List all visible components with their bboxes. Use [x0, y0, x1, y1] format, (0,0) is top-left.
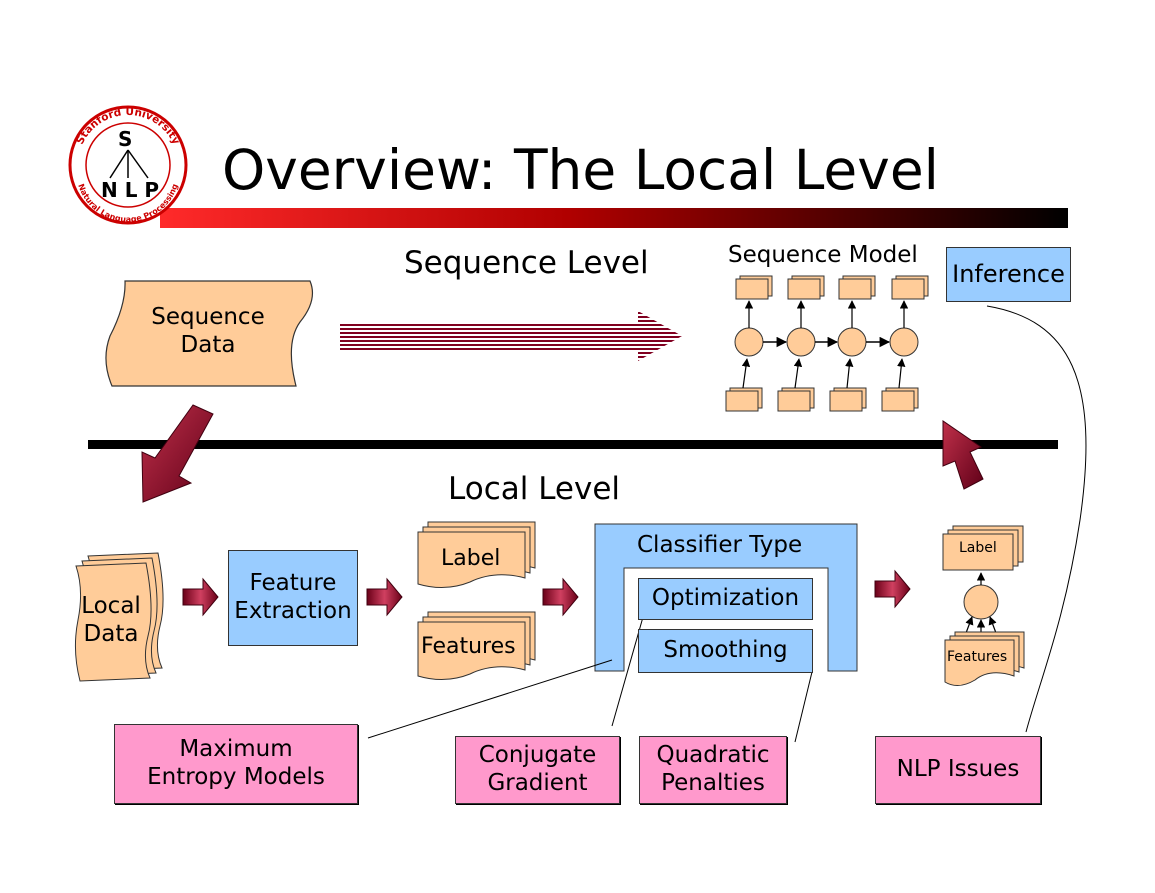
level-divider [88, 440, 1058, 449]
label-document-text: Label [441, 546, 501, 571]
conjugate-gradient-box: Conjugate Gradient [455, 736, 620, 804]
sequence-data-label: Sequence Data [118, 300, 298, 364]
label-document-stack [417, 521, 536, 588]
local-data-shape [74, 552, 164, 682]
top-document-1 [735, 275, 773, 300]
quadratic-line1: Quadratic [656, 742, 770, 769]
quadratic-line2: Penalties [661, 770, 765, 796]
state-node-3 [837, 327, 867, 357]
sequence-data-shape [105, 280, 313, 387]
state-node-1 [734, 327, 764, 357]
flow-arrow-1 [182, 577, 219, 617]
down-left-arrow [141, 404, 214, 503]
local-data-label: Local Data [74, 590, 148, 652]
features-document-stack [417, 611, 536, 680]
logo-letter-s: S [118, 127, 133, 151]
output-label-text: Label [959, 540, 997, 556]
local-data-line2: Data [83, 621, 139, 647]
feature-extraction-line1: Feature [249, 570, 337, 597]
state-node-2 [786, 327, 816, 357]
sequence-model-label: Sequence Model [728, 242, 918, 268]
sequence-data-line1: Sequence [151, 304, 265, 331]
nlp-issues-box: NLP Issues [875, 736, 1041, 804]
stanford-nlp-logo: Stanford University Natural Language Pro… [68, 105, 188, 225]
state-node-4 [889, 327, 919, 357]
sequence-model-graph [725, 275, 929, 412]
local-level-label: Local Level [448, 471, 621, 507]
smoothing-box: Smoothing [638, 629, 813, 673]
bottom-document-2 [777, 387, 815, 412]
local-data-line1: Local [81, 593, 141, 620]
feature-extraction-box: Feature Extraction [228, 550, 358, 646]
feature-extraction-line2: Extraction [234, 598, 352, 624]
maxent-line1: Maximum [179, 736, 293, 763]
flow-arrow-3 [542, 577, 579, 617]
maximum-entropy-models-box: Maximum Entropy Models [114, 724, 358, 804]
sequence-level-label: Sequence Level [404, 245, 649, 281]
classifier-type-label: Classifier Type [637, 532, 803, 558]
flow-arrow-2 [366, 577, 403, 617]
maxent-line2: Entropy Models [147, 764, 325, 790]
top-document-4 [891, 275, 929, 300]
classifier-type-frame [594, 523, 858, 672]
conjugate-line2: Gradient [487, 770, 588, 796]
logo-letters-nlp: N L P [101, 178, 160, 202]
quadratic-penalties-box: Quadratic Penalties [639, 736, 787, 804]
optimization-box: Optimization [638, 578, 813, 620]
bottom-document-1 [725, 387, 763, 412]
bottom-document-4 [881, 387, 919, 412]
slide-title: Overview: The Local Level [222, 138, 939, 202]
sequence-flow-arrow [340, 311, 682, 361]
inference-box: Inference [946, 247, 1071, 302]
bottom-document-3 [829, 387, 867, 412]
output-node [963, 584, 999, 620]
title-bar [160, 208, 1068, 228]
conjugate-line1: Conjugate [478, 742, 597, 769]
sequence-data-line2: Data [180, 332, 236, 358]
up-left-arrow [942, 420, 984, 490]
features-document-text: Features [421, 634, 516, 659]
output-model [942, 525, 1025, 686]
top-document-3 [838, 275, 876, 300]
flow-arrow-4 [874, 569, 911, 609]
top-document-2 [787, 275, 825, 300]
output-features-text: Features [947, 649, 1008, 665]
